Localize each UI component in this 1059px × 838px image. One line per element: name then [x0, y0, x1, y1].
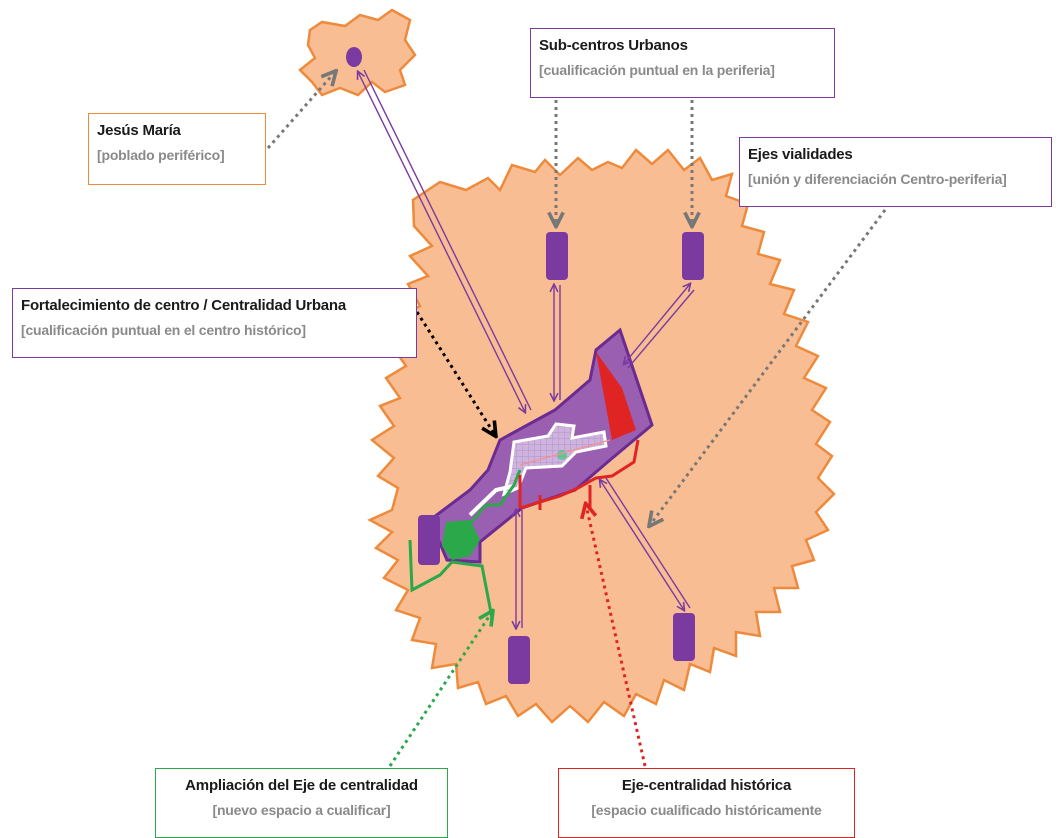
callout-subcentros-title: Sub-centros Urbanos [539, 37, 688, 54]
callout-ejes-subtitle: [unión y diferenciación Centro-periferia… [748, 170, 1007, 187]
callout-ejes-title: Ejes vialidades [748, 146, 853, 163]
callout-jesus-maria: Jesús María [poblado periférico] [88, 113, 266, 185]
pointer-fortalecimiento [415, 311, 495, 435]
jesus-maria-center-node [346, 47, 362, 67]
road-axes [358, 70, 695, 628]
callout-fortalecimiento: Fortalecimiento de centro / Centralidad … [12, 288, 417, 358]
callout-ampliacion-title: Ampliación del Eje de centralidad [185, 777, 418, 794]
historic-core [596, 352, 636, 440]
expansion-axis [408, 469, 522, 619]
expansion-blob [442, 520, 480, 560]
pointer-eje-historica [586, 505, 647, 767]
callout-eje-historica-subtitle: [espacio cualificado históricamente [591, 801, 822, 818]
road-axis-north-2 [624, 284, 690, 364]
callout-subcentros-subtitle: [cualificación puntual en la periferia] [539, 61, 775, 78]
callout-eje-historica: Eje-centralidad histórica [espacio cuali… [558, 768, 855, 838]
road-axis-jesus-maria [358, 72, 525, 412]
subcentre-node-north-1 [546, 232, 568, 280]
historic-axis-line [518, 439, 640, 510]
callout-jesus-maria-subtitle: [poblado periférico] [97, 146, 225, 163]
callout-eje-historica-title: Eje-centralidad histórica [621, 777, 792, 794]
subcentre-node-southeast [673, 613, 695, 661]
historic-axis [519, 439, 611, 466]
road-axis-southeast [600, 480, 684, 610]
subcentre-node-south [508, 636, 530, 684]
historic-centre [501, 422, 608, 497]
pointer-jesus-maria [266, 72, 335, 149]
historic-connector [468, 484, 515, 517]
callout-fortalecimiento-title: Fortalecimiento de centro / Centralidad … [21, 297, 347, 314]
pointer-ampliacion [388, 612, 492, 767]
subcentre-node-north-2 [682, 232, 704, 280]
callout-ampliacion-subtitle: [nuevo espacio a cualificar] [212, 801, 391, 818]
callout-fortalecimiento-subtitle: [cualificación puntual en el centro hist… [21, 321, 306, 338]
callout-ejes-vialidades: Ejes vialidades [unión y diferenciación … [739, 137, 1052, 207]
callout-subcentros: Sub-centros Urbanos [cualificación puntu… [530, 28, 835, 98]
subcentre-node-west [418, 515, 440, 565]
callout-ampliacion: Ampliación del Eje de centralidad [nuevo… [155, 768, 448, 838]
callout-jesus-maria-title: Jesús María [97, 122, 181, 139]
historic-plaza [557, 450, 567, 460]
pointer-ejes [650, 209, 887, 525]
